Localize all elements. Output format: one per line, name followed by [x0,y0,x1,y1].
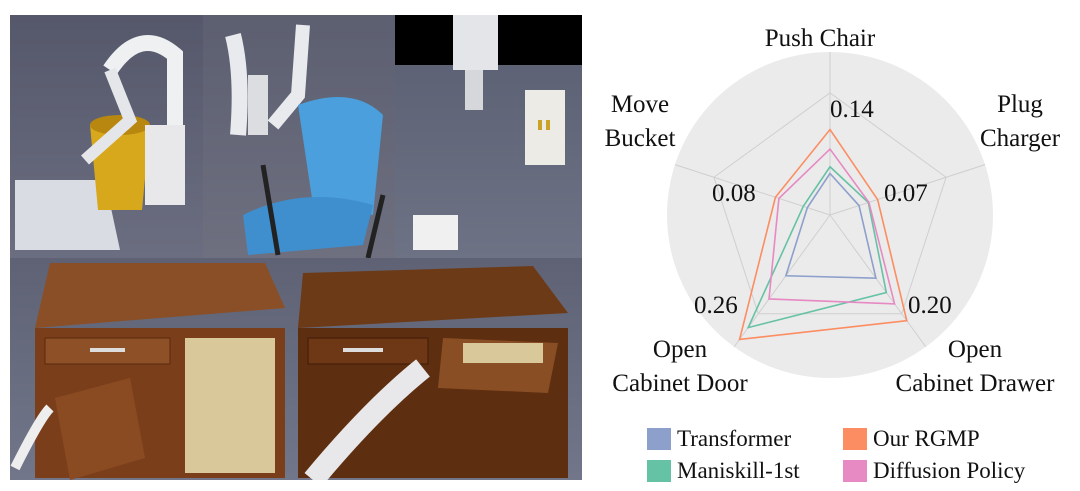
series-maniskill-1st [746,165,888,329]
legend-swatch [647,460,671,482]
legend-item-diffusion-policy: Diffusion Policy [843,458,1025,484]
legend-item-transformer: Transformer [647,426,791,452]
value-label-plug-charger: 0.07 [884,180,928,207]
value-label-open-cabinet-door: 0.26 [694,292,738,319]
legend-item-maniskill-1st: Maniskill-1st [647,458,800,484]
move-bucket-scene [10,15,203,258]
legend-item-our-rgmp: Our RGMP [843,426,980,452]
axis-line [674,164,831,216]
value-label-push-chair: 0.14 [830,96,874,123]
legend-swatch [843,428,867,450]
value-label-open-cabinet-drawer: 0.20 [908,292,952,319]
plug-charger-scene [395,15,582,258]
axis-label-push-chair: Push Chair [764,25,876,52]
grid-ring [713,92,947,315]
series-diffusion-policy [768,147,896,305]
series-transformer [784,172,877,280]
series-our-rgmp [738,128,908,341]
axis-line [829,214,927,348]
value-label-move-bucket: 0.08 [712,180,756,207]
push-chair-scene [203,15,395,258]
open-cabinet-door-scene [10,258,293,480]
legend-swatch [843,460,867,482]
open-cabinet-drawer-scene [293,258,582,480]
axis-line [829,164,986,216]
legend-swatch [647,428,671,450]
